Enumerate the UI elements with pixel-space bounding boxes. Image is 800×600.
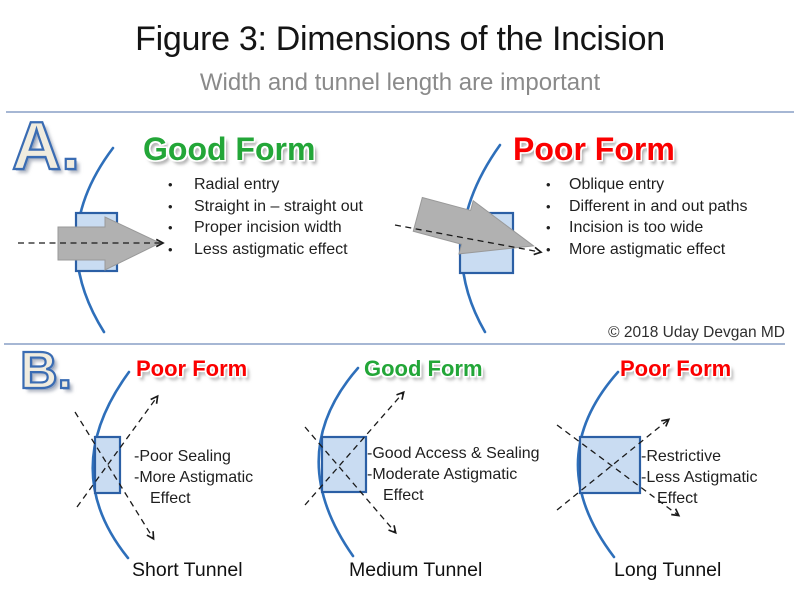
panel-heading: Poor Form (620, 356, 732, 381)
poor-form-bullets: • Oblique entry • Different in and out pat… (538, 174, 788, 260)
fluid-path-arrow-up (556, 418, 671, 511)
fluid-path-arrow-up (304, 390, 405, 506)
note-line: Effect (657, 490, 698, 507)
bullet-item: • More astigmatic effect (538, 239, 788, 261)
poor-form-heading: Poor Form (513, 131, 675, 167)
tunnel-label: Long Tunnel (614, 559, 722, 581)
bullet-item: • Oblique entry (538, 174, 788, 196)
bullet-item: • Proper incision width (160, 217, 420, 239)
incision-rect (320, 435, 368, 494)
bullet-text: Oblique entry (569, 176, 665, 193)
bullet-text: Straight in – straight out (194, 197, 363, 215)
entry-path-arrow (394, 224, 543, 256)
poor-form-diagram (394, 143, 543, 334)
bullet-text: Proper incision width (194, 219, 342, 236)
bullet-text: Radial entry (194, 176, 280, 193)
bullet-dot: • (168, 198, 173, 214)
bullet-item: • Different in and out paths (538, 196, 788, 218)
bullet-dot: • (546, 177, 551, 192)
bullet-dot: • (168, 241, 173, 257)
keratome-blade-icon (412, 196, 535, 255)
bullet-dot: • (546, 241, 551, 257)
cornea-arc (317, 366, 360, 558)
copyright-notice: © 2018 Uday Devgan MD (608, 324, 785, 341)
long-tunnel-diagram (556, 370, 681, 559)
tunnel-label: Short Tunnel (132, 559, 243, 581)
bullet-item: • Incision is too wide (538, 217, 788, 239)
bullet-dot: • (546, 198, 551, 214)
bullet-item: • Radial entry (160, 174, 420, 196)
bullet-text: More astigmatic effect (569, 240, 726, 258)
section-b-label: B. (19, 342, 73, 400)
figure-title: Figure 3: Dimensions of the Incision (135, 20, 665, 58)
bullet-text: Less astigmatic effect (194, 240, 348, 258)
note-line: -Restrictive (641, 448, 722, 465)
short-tunnel-diagram (74, 370, 159, 560)
note-line: Effect (150, 490, 191, 507)
bullet-item: • Less astigmatic effect (160, 239, 420, 261)
good-form-diagram (18, 146, 165, 334)
fluid-path-arrow-down (556, 424, 681, 517)
note-line: -More Astigmatic (134, 469, 254, 486)
panel-heading: Poor Form (136, 356, 248, 381)
bullet-dot: • (168, 177, 173, 192)
fluid-path-arrow-down (304, 426, 397, 535)
bullet-item: • Straight in – straight out (160, 196, 420, 218)
medium-tunnel-diagram (304, 366, 405, 558)
section-divider (4, 343, 785, 345)
note-line: -Less Astigmatic (641, 469, 758, 486)
bullet-text: Different in and out paths (569, 197, 748, 215)
panel-notes: -Restrictive -Less Astigmatic Effect (641, 446, 757, 509)
figure-subtitle: Width and tunnel length are important (199, 69, 601, 96)
fluid-path-arrow-down (74, 411, 155, 541)
good-form-bullets: • Radial entry • Straight in – straight ou… (160, 174, 420, 260)
panel-heading: Good Form (364, 356, 483, 381)
keratome-blade-icon (57, 216, 162, 271)
good-form-heading: Good Form (143, 131, 316, 167)
bullet-text: Incision is too wide (569, 219, 704, 236)
note-line: -Moderate Astigmatic (367, 466, 518, 483)
tunnel-label: Medium Tunnel (349, 559, 483, 581)
panel-notes: -Good Access & Sealing -Moderate Astigma… (367, 443, 540, 506)
bullet-dot: • (168, 220, 173, 235)
note-line: -Poor Sealing (134, 448, 231, 465)
incision-rect (93, 435, 122, 495)
cornea-arc (91, 370, 131, 560)
note-line: Effect (383, 487, 424, 504)
header-divider (6, 111, 794, 113)
bullet-dot: • (546, 220, 551, 235)
fluid-path-arrow-up (76, 394, 159, 508)
panel-notes: -Poor Sealing -More Astigmatic Effect (134, 446, 253, 509)
cornea-arc (576, 370, 620, 559)
section-a-label: A. (11, 108, 81, 184)
note-line: -Good Access & Sealing (367, 445, 540, 462)
